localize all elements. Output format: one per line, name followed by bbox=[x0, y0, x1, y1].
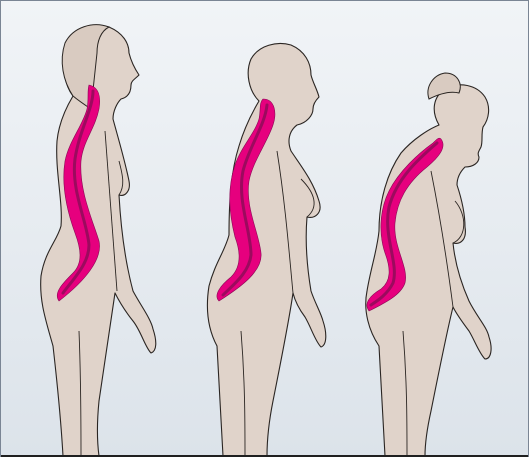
illustration-frame bbox=[0, 0, 529, 457]
posture-illustration bbox=[1, 1, 528, 457]
